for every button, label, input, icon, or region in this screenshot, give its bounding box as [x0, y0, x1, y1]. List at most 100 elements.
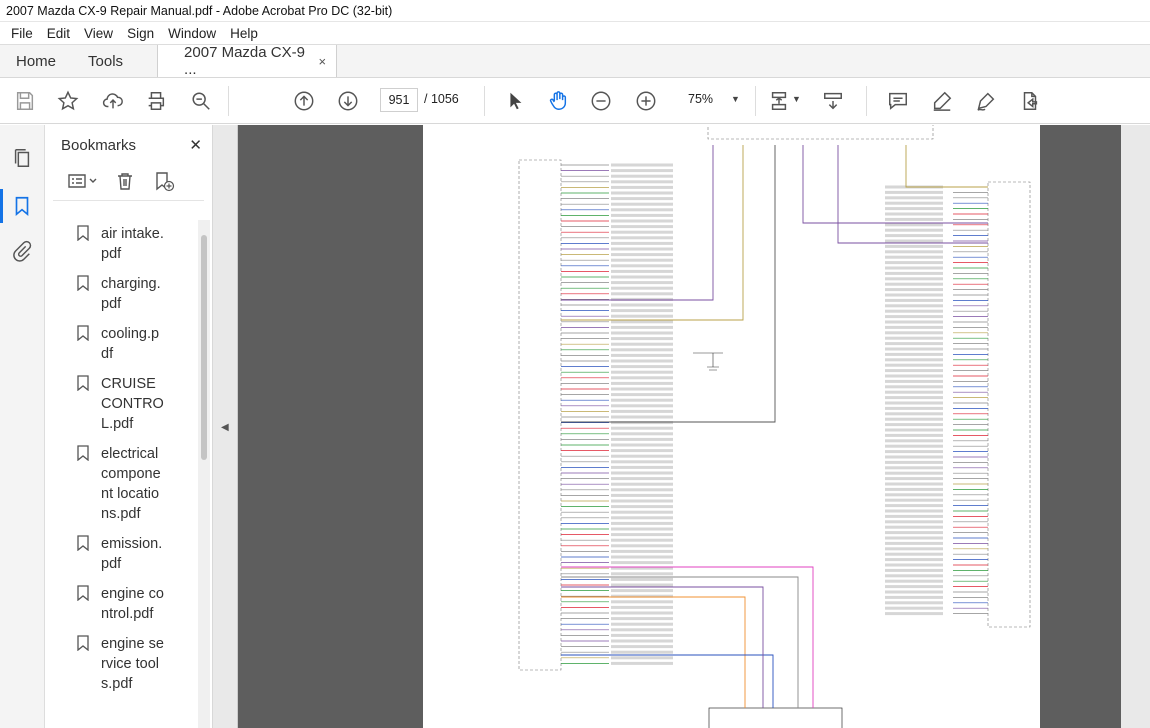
wire-route — [905, 145, 988, 188]
bookmarks-panel-icon[interactable] — [0, 189, 33, 223]
bookmark-item[interactable]: engine control.pdf — [45, 580, 198, 630]
previous-page-icon[interactable] — [291, 88, 317, 114]
bookmark-label: CRUISE CONTROL.pdf — [101, 376, 164, 432]
close-panel-icon[interactable]: ✕ — [189, 137, 202, 154]
label-line — [611, 230, 673, 234]
label-line — [885, 579, 943, 583]
page-fit-dropdown-icon[interactable]: ▼ — [792, 94, 801, 104]
bookmark-item[interactable]: engine service tools.pdf — [45, 630, 198, 700]
wire-route — [561, 586, 764, 708]
bookmark-item[interactable]: cooling.pdf — [45, 320, 198, 370]
label-line — [611, 320, 673, 324]
new-bookmark-icon[interactable] — [153, 170, 175, 195]
collapse-arrow-icon[interactable]: ◀ — [221, 422, 229, 433]
bookmark-options-icon[interactable] — [67, 172, 97, 193]
delete-bookmark-icon[interactable] — [115, 171, 135, 194]
zoom-search-icon[interactable] — [188, 88, 214, 114]
label-line — [885, 433, 943, 437]
label-line — [611, 611, 673, 615]
label-line — [885, 385, 943, 389]
menu-view[interactable]: View — [84, 25, 114, 41]
label-line — [611, 381, 673, 385]
zoom-in-icon[interactable] — [633, 88, 659, 114]
label-line — [885, 412, 943, 416]
label-line — [611, 376, 673, 380]
label-line — [611, 247, 673, 251]
menu-window[interactable]: Window — [168, 25, 217, 41]
send-share-icon[interactable] — [1017, 88, 1043, 114]
bookmark-scrollbar[interactable] — [198, 220, 210, 728]
tab-home[interactable]: Home — [16, 52, 57, 70]
toolbar-divider — [484, 86, 485, 116]
menu-file[interactable]: File — [11, 25, 33, 41]
select-cursor-icon[interactable] — [502, 88, 528, 114]
label-line — [611, 398, 673, 402]
wire-route — [561, 145, 714, 301]
wire-route — [561, 145, 776, 423]
tab-document[interactable]: 2007 Mazda CX-9 ... × — [157, 44, 338, 78]
zoom-dropdown-icon[interactable]: ▼ — [731, 94, 740, 104]
bookmark-item[interactable]: CRUISE CONTROL.pdf — [45, 370, 198, 440]
label-line — [885, 498, 943, 502]
tab-tools[interactable]: Tools — [88, 52, 124, 70]
upload-cloud-icon[interactable] — [100, 88, 126, 114]
page-number-input[interactable]: 951 — [380, 88, 418, 112]
print-icon[interactable] — [143, 88, 169, 114]
next-page-icon[interactable] — [335, 88, 361, 114]
label-line — [611, 471, 673, 475]
bookmark-label: cooling.pdf — [101, 326, 160, 362]
label-line — [611, 219, 673, 223]
scroll-mode-icon[interactable] — [820, 88, 846, 114]
ground-symbol — [693, 352, 723, 371]
menu-edit[interactable]: Edit — [46, 25, 71, 41]
label-line — [611, 656, 673, 660]
label-line — [611, 549, 673, 553]
hand-tool-icon[interactable] — [545, 88, 571, 114]
label-line — [885, 315, 943, 319]
menu-help[interactable]: Help — [230, 25, 258, 41]
save-icon[interactable] — [12, 88, 38, 114]
label-line — [611, 303, 673, 307]
label-line — [611, 622, 673, 626]
comment-icon[interactable] — [885, 88, 911, 114]
bookmarks-tools — [53, 165, 204, 201]
bookmark-label: engine service tools.pdf — [101, 636, 164, 692]
highlight-pen-icon[interactable] — [929, 88, 955, 114]
bookmark-item[interactable]: air intake.pdf — [45, 220, 198, 270]
label-line — [885, 196, 943, 200]
bookmark-item[interactable]: charging.pdf — [45, 270, 198, 320]
bookmark-icon — [77, 225, 89, 241]
label-line — [885, 190, 943, 194]
label-line — [885, 563, 943, 567]
label-line — [611, 555, 673, 559]
label-line — [611, 297, 673, 301]
label-line — [611, 499, 673, 503]
label-line — [611, 202, 673, 206]
label-line — [611, 353, 673, 357]
scrollbar-thumb[interactable] — [201, 235, 207, 460]
label-line — [885, 606, 943, 610]
label-line — [885, 428, 943, 432]
page-fit-icon[interactable] — [766, 88, 792, 114]
label-line — [885, 293, 943, 297]
label-line — [611, 639, 673, 643]
page-thumbnails-icon[interactable] — [11, 147, 33, 169]
menu-sign[interactable]: Sign — [127, 25, 155, 41]
label-line — [885, 590, 943, 594]
label-line — [885, 298, 943, 302]
zoom-level[interactable]: 75% — [688, 92, 714, 106]
bookmark-item[interactable]: electrical component locations.pdf — [45, 440, 198, 530]
wire-route — [561, 566, 814, 708]
tab-close-icon[interactable]: × — [318, 53, 327, 69]
panel-collapse-bar[interactable]: ◀ — [213, 125, 238, 728]
label-line — [611, 449, 673, 453]
label-line — [885, 514, 943, 518]
label-line — [885, 266, 943, 270]
label-line — [611, 409, 673, 413]
toolbar-divider — [228, 86, 229, 116]
bookmark-item[interactable]: emission.pdf — [45, 530, 198, 580]
attachments-icon[interactable] — [11, 240, 33, 262]
bookmark-star-icon[interactable] — [55, 88, 81, 114]
sign-pen-icon[interactable] — [973, 88, 999, 114]
zoom-out-icon[interactable] — [588, 88, 614, 114]
